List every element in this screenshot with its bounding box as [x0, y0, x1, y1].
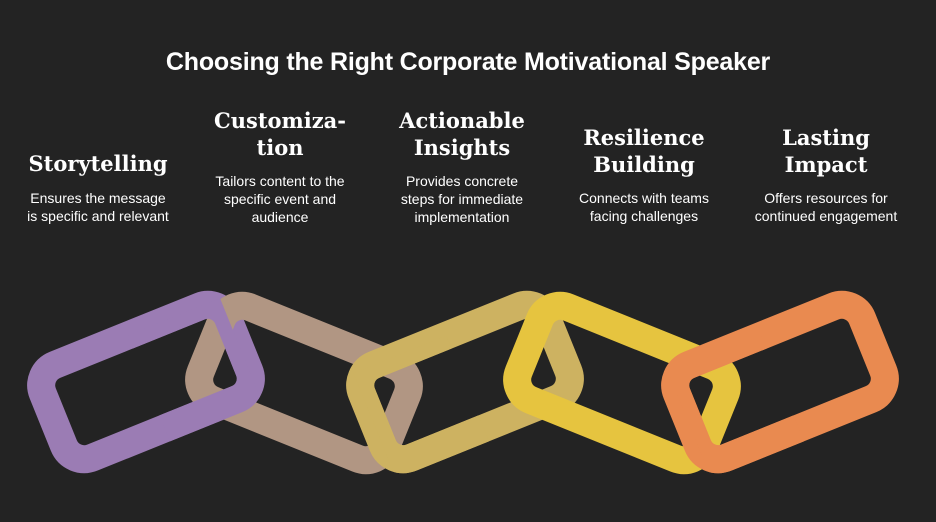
- step-heading: Actionable Insights: [399, 108, 525, 160]
- link-ring: [503, 291, 741, 475]
- chain-link-overlap: [353, 335, 514, 474]
- step-heading: Lasting Impact: [782, 125, 870, 177]
- step-heading: Customiza- tion: [214, 108, 346, 160]
- link-overlap-segment: [353, 335, 514, 474]
- step-description: Provides concrete steps for immediate im…: [400, 173, 524, 225]
- chain-link-overlap: [127, 298, 265, 474]
- link-overlap-segment: [127, 298, 265, 474]
- diagram-title: Choosing the Right Corporate Motivationa…: [165, 48, 771, 76]
- step-description: Tailors content to the specific event an…: [215, 173, 345, 225]
- link-ring: [185, 291, 423, 475]
- step-heading: Storytelling: [28, 151, 168, 176]
- step-heading: Resilience Building: [583, 125, 705, 177]
- step-description: Offers resources for continued engagemen…: [754, 190, 898, 224]
- step-description: Ensures the message is specific and rele…: [27, 190, 169, 224]
- chain-link-customization: [185, 291, 423, 475]
- step-description: Connects with teams facing challenges: [579, 190, 709, 224]
- chain-link-resilience-building: [503, 291, 741, 475]
